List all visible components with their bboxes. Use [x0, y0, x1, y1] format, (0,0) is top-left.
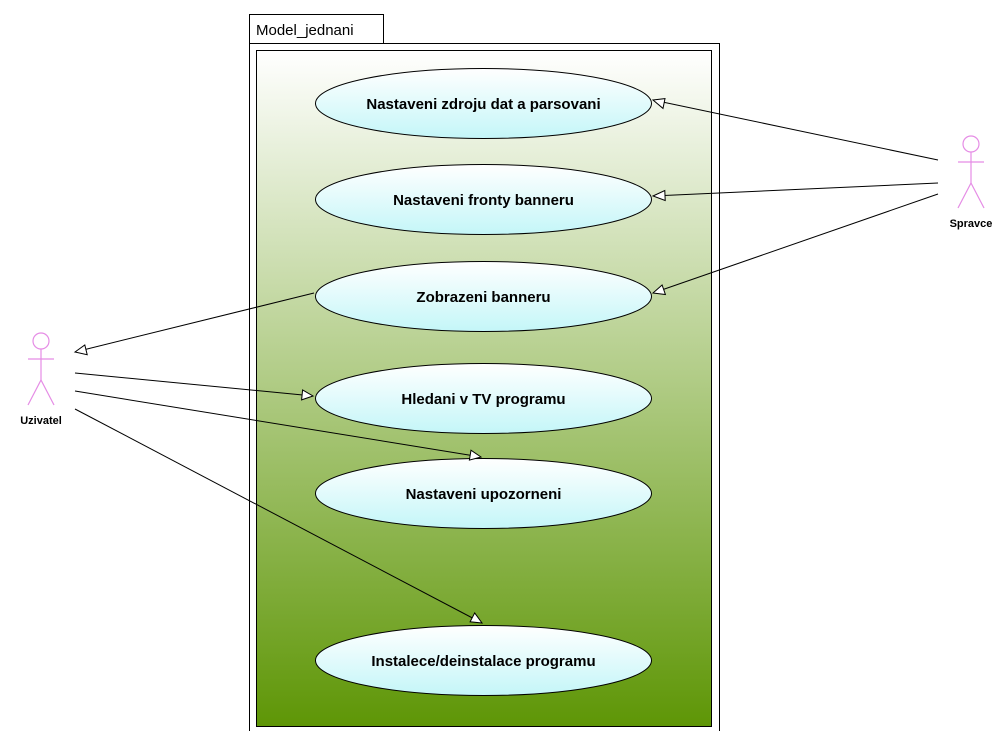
package-tab: Model_jednani [249, 14, 384, 44]
arrowhead [301, 389, 315, 401]
package-name: Model_jednani [256, 22, 354, 39]
arrowhead [73, 344, 88, 356]
association-uzivatel-uc6 [74, 408, 483, 624]
use-case-zobrazeni-banneru[interactable]: Zobrazeni banneru [315, 261, 652, 332]
use-case-label: Nastaveni fronty banneru [393, 192, 574, 209]
association-spravce-uc3 [652, 193, 939, 294]
use-case-label: Zobrazeni banneru [416, 289, 550, 306]
association-uc3-uzivatel [74, 292, 315, 353]
stick-figure-icon [957, 135, 985, 209]
use-case-nastaveni-zdroju[interactable]: Nastaveni zdroju dat a parsovani [315, 68, 652, 139]
use-case-nastaveni-fronty[interactable]: Nastaveni fronty banneru [315, 164, 652, 235]
arrowhead [651, 189, 666, 202]
association-uzivatel-uc5 [74, 390, 482, 458]
use-case-nastaveni-upozorneni[interactable]: Nastaveni upozorneni [315, 458, 652, 529]
arrowhead [651, 98, 666, 110]
use-case-hledani-v-tv[interactable]: Hledani v TV programu [315, 363, 652, 434]
arrowhead [469, 611, 484, 624]
use-case-label: Nastaveni upozorneni [406, 486, 562, 503]
actor-spravce[interactable]: Spravce [950, 135, 993, 230]
association-spravce-uc2 [652, 182, 939, 197]
actor-uzivatel[interactable]: Uzivatel [20, 332, 62, 427]
use-case-label: Hledani v TV programu [401, 391, 565, 408]
association-uzivatel-uc4 [74, 372, 314, 397]
actor-label: Uzivatel [20, 415, 62, 427]
arrowhead [468, 449, 483, 461]
use-case-instalace[interactable]: Instalece/deinstalace programu [315, 625, 652, 696]
association-lines [74, 99, 939, 624]
use-case-label: Instalece/deinstalace programu [371, 653, 595, 670]
actor-label: Spravce [950, 218, 993, 230]
arrowhead [651, 284, 667, 296]
arrowheads [73, 98, 667, 624]
stick-figure-icon [27, 332, 55, 406]
use-case-label: Nastaveni zdroju dat a parsovani [366, 96, 600, 113]
association-spravce-uc1 [652, 99, 939, 161]
